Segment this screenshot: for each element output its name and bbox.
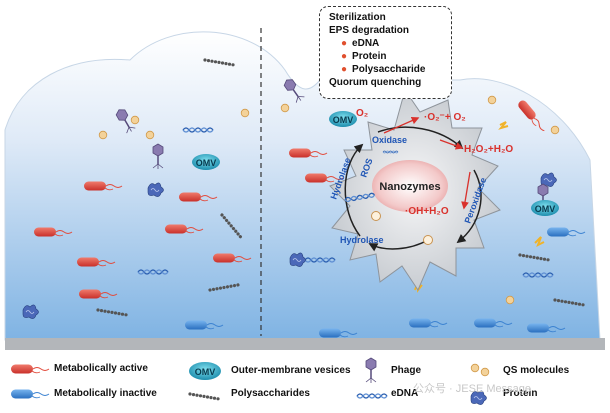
legend-icons: OMV xyxy=(10,357,490,406)
callout-bullet-text: Protein xyxy=(352,51,387,62)
cycle-arrow xyxy=(344,143,364,237)
ros-arrow xyxy=(461,171,471,210)
nanozyme-core xyxy=(372,160,448,212)
legend-protein-label: Protein xyxy=(503,388,538,399)
ros-arrow xyxy=(383,116,420,134)
o2-label: O₂ xyxy=(356,108,368,119)
left-biofilm-content: OMV xyxy=(22,58,252,330)
legend: Metabolically active Metabolically inact… xyxy=(0,352,610,413)
callout-bullet: ●Protein xyxy=(341,51,387,62)
legend-phage-label: Phage xyxy=(391,365,422,376)
legend-inactive-label: Metabolically inactive xyxy=(54,388,157,399)
legend-polysaccharides-label: Polysaccharides xyxy=(231,388,310,399)
omv-label: OMV xyxy=(196,158,217,168)
callout-bullet: ●Polysaccharide xyxy=(341,64,426,75)
callout-bullet-text: eDNA xyxy=(352,38,380,49)
legend-omv-icon-label: OMV xyxy=(195,367,216,377)
qs-molecule xyxy=(240,108,250,118)
qs-molecule xyxy=(505,295,515,305)
callout-bullet-text: Polysaccharide xyxy=(352,64,426,75)
cycle-arrow xyxy=(456,169,482,244)
omv-vesicle xyxy=(192,154,220,170)
legend-omv-label: Outer-membrane vesices xyxy=(231,365,351,376)
ros-bolt-icon xyxy=(534,236,545,248)
substrate-particle xyxy=(371,211,381,221)
legend-qs-label: QS molecules xyxy=(503,365,570,376)
nanozyme-label: Nanozymes xyxy=(379,181,440,193)
watermark: 公众号 · JESE Message xyxy=(413,383,531,395)
callout-line-sterilization: Sterilization xyxy=(329,12,386,23)
qs-molecule xyxy=(550,125,560,135)
cycle-arrow xyxy=(368,239,429,252)
omv-vesicle xyxy=(329,111,357,127)
qs-molecule xyxy=(130,115,140,125)
omv-label: OMV xyxy=(535,204,556,214)
qs-molecule xyxy=(145,130,155,140)
legend-edna-label: eDNA xyxy=(391,388,419,399)
hydrolase-bottom-label: Hydrolase xyxy=(340,235,384,245)
h2o2-label: H₂O₂+H₂O xyxy=(464,144,513,155)
omv-label: OMV xyxy=(333,115,354,125)
legend-active-label: Metabolically active xyxy=(54,363,148,374)
qs-molecule xyxy=(98,130,108,140)
superoxide-label: ·O₂⁻+ O₂ xyxy=(424,112,466,123)
callout-line-eps: EPS degradation xyxy=(329,25,410,36)
legend-omv-icon xyxy=(189,362,221,380)
oxidase-label: Oxidase xyxy=(372,135,407,145)
omv-vesicle xyxy=(531,200,559,216)
callout-line-quorum: Quorum quenching xyxy=(329,77,422,88)
qs-molecule xyxy=(280,103,290,113)
oh-label: ·OH+H₂O xyxy=(405,206,449,217)
ros-bolt-icon xyxy=(498,121,509,130)
function-callout: Sterilization EPS degradation ●eDNA ●Pro… xyxy=(319,6,452,99)
substrate-particle xyxy=(423,235,433,245)
callout-bullet: ●eDNA xyxy=(341,38,380,49)
ros-arrow xyxy=(439,139,464,150)
substrate xyxy=(5,338,605,350)
qs-molecule xyxy=(487,95,497,105)
